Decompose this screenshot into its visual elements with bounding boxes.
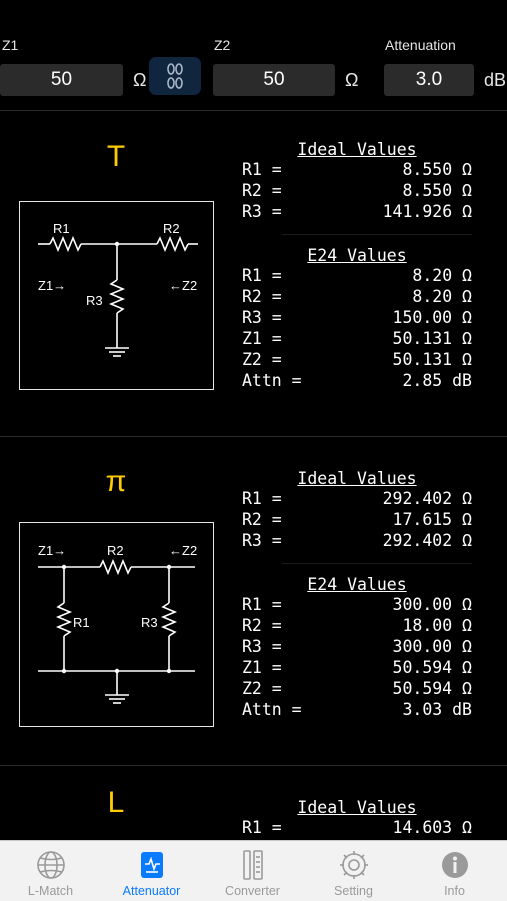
t-e24-row: R3 =150.00 Ω (242, 308, 472, 327)
t-z2-label: ←Z2 (169, 278, 197, 293)
t-e24-row: Z1 =50.131 Ω (242, 329, 472, 348)
pi-panel-divider (282, 563, 472, 564)
link-toggle-button[interactable] (149, 57, 201, 95)
gear-icon (340, 851, 368, 879)
z1-input[interactable]: 50 (0, 64, 123, 96)
z2-label: Z2 (214, 37, 231, 53)
t-r1-label: R1 (53, 221, 70, 236)
pi-circuit-diagram: Z1→ R2 ←Z2 R1 R3 (19, 522, 214, 727)
t-r3-label: R3 (86, 293, 103, 308)
t-e24-row: R1 =8.20 Ω (242, 266, 472, 285)
z1-unit: Ω (133, 70, 147, 90)
t-ideal-header: Ideal Values (297, 140, 417, 159)
pi-e24-row: Z2 =50.594 Ω (242, 679, 472, 698)
t-e24-header: E24 Values (307, 246, 407, 265)
t-panel-divider (282, 234, 472, 235)
attenuation-input[interactable]: 3.0 (384, 64, 474, 96)
pi-r2-label: R2 (107, 543, 124, 558)
pi-e24-row: Z1 =50.594 Ω (242, 658, 472, 677)
z2-unit: Ω (345, 70, 359, 90)
t-r2-label: R2 (163, 221, 180, 236)
pi-ideal-header: Ideal Values (297, 469, 417, 488)
header-divider (0, 110, 507, 111)
t-z1-label: Z1→ (38, 278, 66, 293)
t-e24-row: Z2 =50.131 Ω (242, 350, 472, 369)
pi-e24-row: Attn =3.03 dB (242, 700, 472, 719)
t-section-title: T (106, 140, 126, 173)
t-values-panel: Ideal Values R1 =8.550 Ω R2 =8.550 Ω R3 … (242, 140, 472, 390)
tab-setting[interactable]: Setting (303, 841, 404, 901)
section-divider (0, 436, 507, 437)
converter-icon (243, 850, 263, 880)
attenuator-icon (141, 852, 163, 878)
l-section-title: L (107, 786, 125, 819)
tab-converter[interactable]: Converter (202, 841, 303, 901)
tab-info[interactable]: Info (404, 841, 505, 901)
info-icon (442, 852, 468, 878)
l-ideal-row: R1 =14.603 Ω (242, 818, 472, 837)
pi-ideal-row: R3 =292.402 Ω (242, 531, 472, 550)
t-ideal-row: R2 =8.550 Ω (242, 181, 472, 200)
t-circuit-diagram: R1 R2 R3 Z1→ ←Z2 (19, 201, 214, 390)
t-e24-row: Attn =2.85 dB (242, 371, 472, 390)
z1-label: Z1 (2, 37, 19, 53)
section-divider (0, 765, 507, 766)
pi-values-panel: Ideal Values R1 =292.402 Ω R2 =17.615 Ω … (242, 469, 472, 719)
pi-e24-row: R2 =18.00 Ω (242, 616, 472, 635)
tab-label: L-Match (27, 884, 74, 898)
db-unit: dB (484, 70, 507, 90)
l-ideal-header: Ideal Values (297, 798, 417, 817)
globe-icon (37, 851, 65, 879)
pi-ideal-row: R1 =292.402 Ω (242, 489, 472, 508)
pi-section-title: π (105, 465, 127, 498)
tab-attenuator[interactable]: Attenuator (101, 841, 202, 901)
t-ideal-row: R3 =141.926 Ω (242, 202, 472, 221)
pi-z1-label: Z1→ (38, 543, 66, 558)
tab-label: Setting (334, 884, 373, 898)
pi-r1-label: R1 (73, 615, 90, 630)
pi-e24-row: R3 =300.00 Ω (242, 637, 472, 656)
t-ideal-row: R1 =8.550 Ω (242, 160, 472, 179)
tab-label: Attenuator (122, 884, 181, 898)
z2-input[interactable]: 50 (213, 64, 335, 96)
tab-l-match[interactable]: L-Match (0, 841, 101, 901)
pi-ideal-row: R2 =17.615 Ω (242, 510, 472, 529)
l-values-panel: Ideal Values R1 =14.603 Ω (242, 798, 472, 840)
tab-label: Info (444, 884, 465, 898)
attenuation-label: Attenuation (385, 37, 456, 53)
pi-z2-label: ←Z2 (169, 543, 197, 558)
t-e24-row: R2 =8.20 Ω (242, 287, 472, 306)
chain-link-icon (167, 63, 183, 89)
pi-r3-label: R3 (141, 615, 158, 630)
pi-e24-header: E24 Values (307, 575, 407, 594)
pi-e24-row: R1 =300.00 Ω (242, 595, 472, 614)
tab-bar: L-Match Attenuator Converter (0, 840, 507, 901)
tab-label: Converter (225, 884, 280, 898)
